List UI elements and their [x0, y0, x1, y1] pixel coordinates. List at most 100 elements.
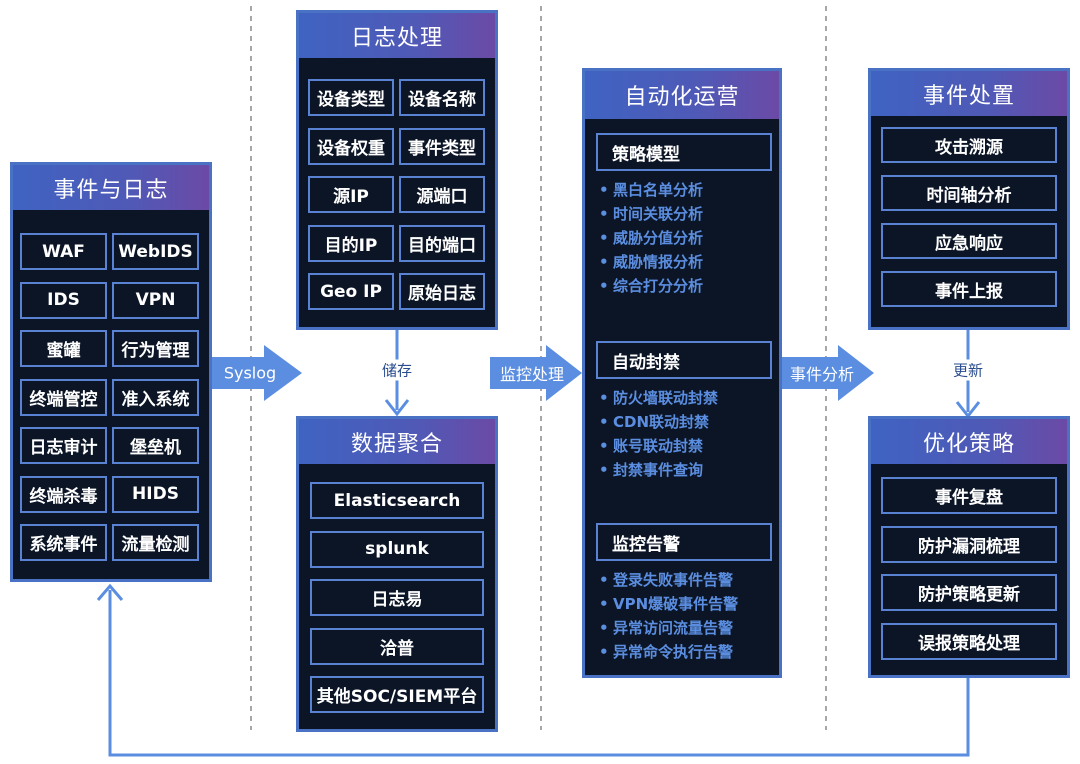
- auto-ops-bullet-item: •异常命令执行告警: [599, 641, 733, 662]
- optimize-strategy-item: 防护策略更新: [881, 574, 1057, 611]
- store-label: 储存: [379, 359, 415, 381]
- auto-ops-title: 自动化运营: [585, 71, 779, 119]
- auto-ops-bullet-item: •登录失败事件告警: [599, 569, 733, 590]
- monitor-arrow: [490, 345, 582, 401]
- bullet-icon: •: [599, 461, 609, 479]
- event-handling-item: 事件上报: [881, 271, 1057, 307]
- log-field-item: 事件类型: [399, 127, 485, 165]
- auto-ops-bullet-item: •综合打分分析: [599, 275, 703, 296]
- event-analysis-arrow: [780, 345, 874, 401]
- bullet-icon: •: [599, 571, 609, 589]
- event-source-item: 终端杀毒: [20, 475, 107, 513]
- event-source-item: HIDS: [112, 475, 199, 513]
- bullet-text: 防火墙联动封禁: [613, 389, 719, 407]
- bullet-icon: •: [599, 437, 609, 455]
- bullet-icon: •: [599, 413, 609, 431]
- feedback-loop-line: [108, 590, 970, 757]
- syslog-arrow: [210, 345, 302, 401]
- event-handling-item: 时间轴分析: [881, 175, 1057, 211]
- auto-ops-bullet-item: •黑白名单分析: [599, 179, 703, 200]
- event-source-item: 终端管控: [20, 378, 107, 416]
- bullet-text: 异常访问流量告警: [613, 619, 734, 637]
- bullet-text: CDN联动封禁: [613, 413, 710, 431]
- auto-ops-panel: 自动化运营 策略模型•黑白名单分析•时间关联分析•威胁分值分析•威胁情报分析•综…: [582, 68, 782, 678]
- data-aggregation-title: 数据聚合: [299, 419, 495, 464]
- auto-ops-bullet-item: •防火墙联动封禁: [599, 387, 718, 408]
- log-field-item: 源IP: [308, 176, 394, 213]
- bullet-icon: •: [599, 619, 609, 637]
- event-source-item: VPN: [112, 281, 199, 319]
- auto-ops-bullet-item: •威胁分值分析: [599, 227, 703, 248]
- event-source-item: 行为管理: [112, 330, 199, 367]
- event-source-item: 堡垒机: [112, 427, 199, 464]
- bullet-icon: •: [599, 643, 609, 661]
- auto-ops-bullet-item: •VPN爆破事件告警: [599, 593, 738, 614]
- event-source-item: 系统事件: [20, 524, 107, 561]
- event-source-item: WebIDS: [112, 233, 199, 270]
- event-handling-title: 事件处置: [871, 71, 1067, 116]
- log-field-item: 设备名称: [399, 79, 485, 116]
- bullet-icon: •: [599, 205, 609, 223]
- bullet-text: 异常命令执行告警: [613, 643, 734, 661]
- auto-ops-section-title: 监控告警: [596, 523, 772, 561]
- syslog-label: Syslog: [223, 363, 277, 383]
- bullet-text: 威胁情报分析: [613, 253, 704, 271]
- aggregation-platform-item: Elasticsearch: [310, 482, 484, 519]
- bullet-icon: •: [599, 595, 609, 613]
- auto-ops-bullet-item: •封禁事件查询: [599, 459, 703, 480]
- auto-ops-bullet-item: •异常访问流量告警: [599, 617, 733, 638]
- event-source-item: WAF: [20, 233, 107, 270]
- update-label: 更新: [950, 359, 986, 381]
- event-analysis-label: 事件分析: [789, 365, 855, 384]
- log-field-item: Geo IP: [308, 273, 394, 310]
- event-source-item: 准入系统: [112, 378, 199, 416]
- log-field-item: 设备权重: [308, 127, 394, 165]
- optimize-strategy-title: 优化策略: [871, 419, 1067, 464]
- bullet-icon: •: [599, 253, 609, 271]
- bullet-icon: •: [599, 181, 609, 199]
- aggregation-platform-item: splunk: [310, 530, 484, 568]
- bullet-text: 综合打分分析: [613, 277, 704, 295]
- event-handling-item: 攻击溯源: [881, 127, 1057, 163]
- monitor-label: 监控处理: [499, 365, 565, 384]
- event-source-item: 蜜罐: [20, 330, 107, 367]
- auto-ops-bullet-item: •CDN联动封禁: [599, 411, 709, 432]
- log-field-item: 设备类型: [308, 79, 394, 116]
- aggregation-platform-item: 洽普: [310, 627, 484, 665]
- optimize-strategy-item: 防护漏洞梳理: [881, 525, 1057, 563]
- event-source-item: IDS: [20, 281, 107, 319]
- aggregation-platform-item: 其他SOC/SIEM平台: [310, 676, 484, 713]
- feedback-loop-head: [96, 583, 124, 601]
- bullet-text: 封禁事件查询: [613, 461, 704, 479]
- optimize-strategy-panel: 优化策略 事件复盘防护漏洞梳理防护策略更新误报策略处理: [868, 416, 1070, 678]
- bullet-text: 账号联动封禁: [613, 437, 704, 455]
- bullet-icon: •: [599, 277, 609, 295]
- auto-ops-section-title: 策略模型: [596, 133, 772, 171]
- bullet-text: 登录失败事件告警: [613, 571, 734, 589]
- events-logs-title: 事件与日志: [13, 165, 209, 210]
- event-handling-item: 应急响应: [881, 223, 1057, 259]
- log-field-item: 原始日志: [399, 273, 485, 310]
- auto-ops-bullet-item: •威胁情报分析: [599, 251, 703, 272]
- bullet-text: 时间关联分析: [613, 205, 704, 223]
- bullet-text: 黑白名单分析: [613, 181, 704, 199]
- bullet-icon: •: [599, 229, 609, 247]
- log-field-item: 目的端口: [399, 224, 485, 262]
- event-source-item: 流量检测: [112, 524, 199, 561]
- store-arrow-head: [384, 399, 410, 417]
- auto-ops-bullet-item: •时间关联分析: [599, 203, 703, 224]
- event-handling-panel: 事件处置 攻击溯源时间轴分析应急响应事件上报: [868, 68, 1070, 330]
- log-field-item: 目的IP: [308, 224, 394, 262]
- optimize-strategy-item: 误报策略处理: [881, 622, 1057, 660]
- bullet-text: 威胁分值分析: [613, 229, 704, 247]
- auto-ops-bullet-item: •账号联动封禁: [599, 435, 703, 456]
- auto-ops-section-title: 自动封禁: [596, 341, 772, 379]
- log-field-item: 源端口: [399, 176, 485, 213]
- bullet-icon: •: [599, 389, 609, 407]
- optimize-strategy-item: 事件复盘: [881, 477, 1057, 514]
- event-source-item: 日志审计: [20, 427, 107, 464]
- bullet-text: VPN爆破事件告警: [613, 595, 739, 613]
